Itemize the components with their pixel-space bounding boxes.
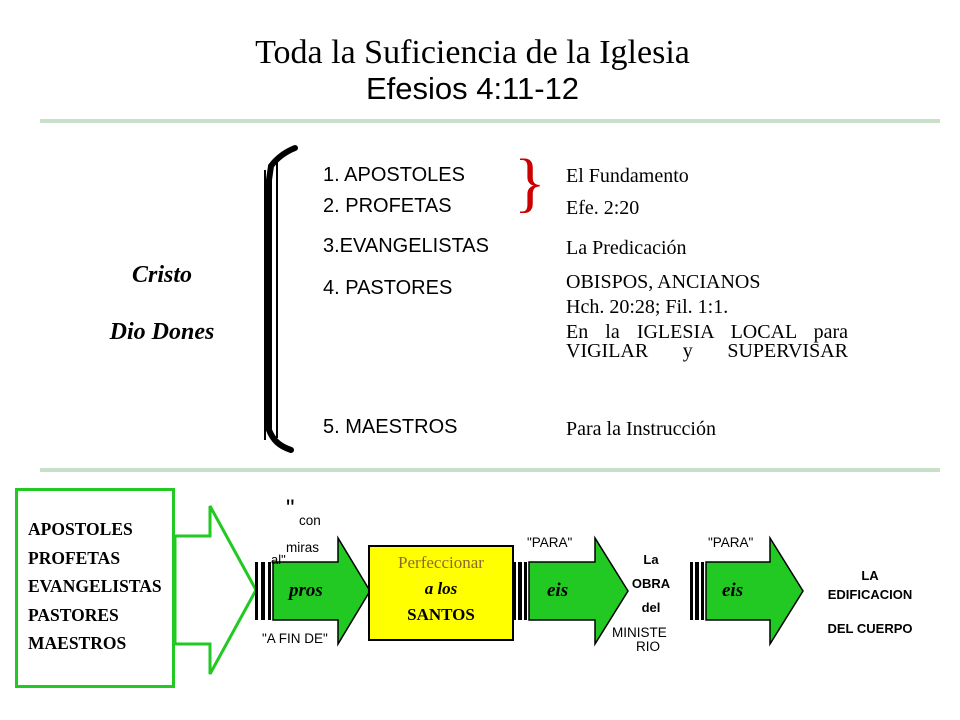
- gift-evangelistas: 3.EVANGELISTAS: [323, 235, 489, 257]
- box-item-evangelistas: EVANGELISTAS: [28, 576, 162, 596]
- la-label: La: [643, 552, 659, 567]
- eis-2-label: eis: [722, 580, 744, 601]
- a-los-label: a los: [424, 579, 458, 598]
- eis-arrow-2-icon: [690, 535, 804, 647]
- con-label: con: [299, 513, 321, 528]
- eis-1-label: eis: [547, 580, 569, 601]
- obra-label: OBRA: [631, 576, 671, 591]
- pros-arrow-icon: [255, 535, 371, 647]
- gift-pastores: 4. PASTORES: [323, 277, 453, 299]
- desc-predicacion: La Predicación: [566, 237, 687, 259]
- perfeccionar-label: Perfeccionar: [398, 553, 484, 572]
- al-label: al": [271, 552, 286, 567]
- rio-label: RIO: [636, 639, 661, 654]
- box-arrow-icon: [173, 505, 258, 675]
- para-2-label: "PARA": [708, 535, 754, 550]
- desc-efe: Efe. 2:20: [566, 197, 640, 219]
- desc-fundamento: El Fundamento: [566, 165, 689, 187]
- gift-profetas: 2. PROFETAS: [323, 195, 452, 217]
- edificacion-label: EDIFICACION: [827, 587, 913, 602]
- desc-hch: Hch. 20:28; Fil. 1:1.: [566, 296, 729, 318]
- red-brace-icon: }: [514, 146, 546, 219]
- box-item-apostoles: APOSTOLES: [28, 519, 133, 539]
- top-divider: [40, 119, 940, 123]
- box-item-pastores: PASTORES: [28, 604, 119, 625]
- gift-maestros: 5. MAESTROS: [323, 416, 458, 438]
- page-subtitle: Efesios 4:11-12: [365, 71, 580, 106]
- desc-iglesia-local: En la IGLESIA LOCAL para VIGILAR y SUPER…: [566, 321, 848, 362]
- eis-arrow-1-icon: [513, 535, 629, 647]
- cristo-label: Cristo: [131, 262, 193, 288]
- del-label: del: [641, 600, 661, 615]
- pros-label: pros: [289, 580, 323, 601]
- desc-instruccion: Para la Instrucción: [566, 418, 716, 440]
- dio-dones-label: Dio Dones: [109, 319, 215, 345]
- santos-label: SANTOS: [407, 605, 475, 624]
- page-title: Toda la Suficiencia de la Iglesia: [255, 34, 690, 71]
- a-fin-de-label: "A FIN DE": [262, 631, 328, 646]
- gift-apostoles: 1. APOSTOLES: [323, 164, 465, 186]
- quote-open: ": [286, 495, 295, 522]
- del-cuerpo-label: DEL CUERPO: [827, 621, 913, 636]
- miras-label: miras: [286, 540, 319, 555]
- ministe-label: MINISTE: [612, 625, 667, 640]
- perfeccionar-box: Perfeccionar a los SANTOS: [368, 545, 514, 641]
- gifts-box-list: APOSTOLES PROFETAS EVANGELISTAS PASTORES…: [28, 515, 162, 658]
- box-item-profetas: PROFETAS: [28, 547, 121, 568]
- box-item-maestros: MAESTROS: [28, 633, 127, 653]
- bottom-divider: [40, 468, 940, 472]
- la-edificacion-la-label: LA: [861, 568, 879, 583]
- para-1-label: "PARA": [527, 535, 573, 550]
- desc-obispos: OBISPOS, ANCIANOS: [566, 271, 761, 293]
- gifts-bracket-icon: [264, 145, 298, 453]
